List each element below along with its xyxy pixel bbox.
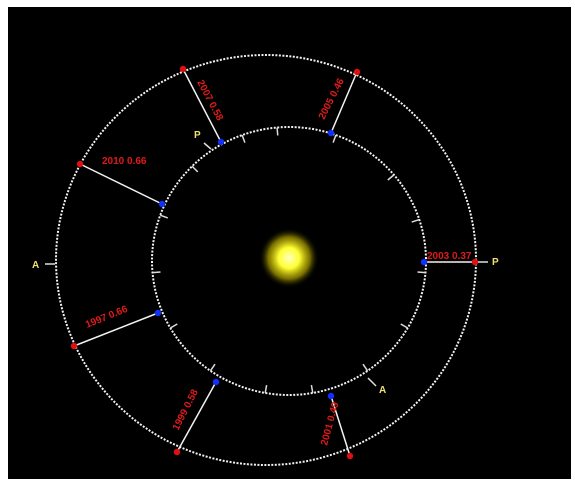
orbit-tick [310, 384, 314, 394]
outer-point-1997 [70, 342, 78, 350]
measurement-label-2001: 2001 0.49 [319, 401, 341, 447]
orbit-tick [400, 323, 409, 329]
orbit-tick [241, 134, 246, 143]
measurement-label-2005: 2005 0.46 [317, 76, 347, 121]
orbit-tick [362, 363, 369, 372]
inner-point-2001 [327, 392, 335, 400]
inner-point-1999 [212, 378, 220, 386]
inner-point-2010 [158, 200, 166, 208]
orbit-tick [276, 127, 279, 136]
orbit-tick [387, 174, 395, 181]
orbit-tick [152, 271, 161, 274]
outer-point-1999 [173, 448, 181, 456]
outer-point-2010 [76, 160, 84, 168]
inner-point-2007 [217, 138, 225, 146]
outer-point-2005 [353, 68, 361, 76]
outer-point-2001 [346, 452, 354, 460]
measurement-label-2010: 2010 0.66 [102, 156, 147, 167]
connector-1997 [73, 312, 159, 347]
apsis-label-aphelion-inner: A [379, 385, 386, 396]
measurement-label-2003: 2003 0.37 [427, 251, 472, 262]
connector-2007 [182, 68, 222, 143]
connector-1999 [176, 381, 217, 453]
sun-icon [259, 228, 319, 288]
connector-2001 [330, 395, 351, 457]
inner-point-2005 [327, 129, 335, 137]
apsis-label-perihelion-outer: P [492, 257, 499, 268]
orbit-tick [417, 271, 426, 274]
orbit-tick [160, 214, 169, 219]
inner-point-1997 [154, 309, 162, 317]
orbit-tick [169, 323, 178, 329]
connector-2005 [330, 71, 358, 134]
orbit-tick [332, 134, 337, 143]
apsis-marker-perihelion-inner [203, 142, 212, 150]
orbit-tick [264, 384, 268, 394]
inner-point-2003 [420, 258, 428, 266]
outer-point-2007 [179, 65, 187, 73]
orbit-tick [411, 218, 420, 223]
outer-point-2003 [471, 258, 479, 266]
measurement-label-1999: 1999 0.58 [171, 387, 201, 432]
orbit-tick [209, 363, 216, 372]
apsis-label-aphelion-outer: A [32, 260, 39, 271]
apsis-marker-aphelion-inner [367, 377, 377, 387]
orbit-ticks [152, 127, 426, 394]
apsis-label-perihelion-inner: P [194, 130, 201, 141]
orbit-tick [191, 165, 199, 173]
connector-2010 [79, 163, 163, 205]
